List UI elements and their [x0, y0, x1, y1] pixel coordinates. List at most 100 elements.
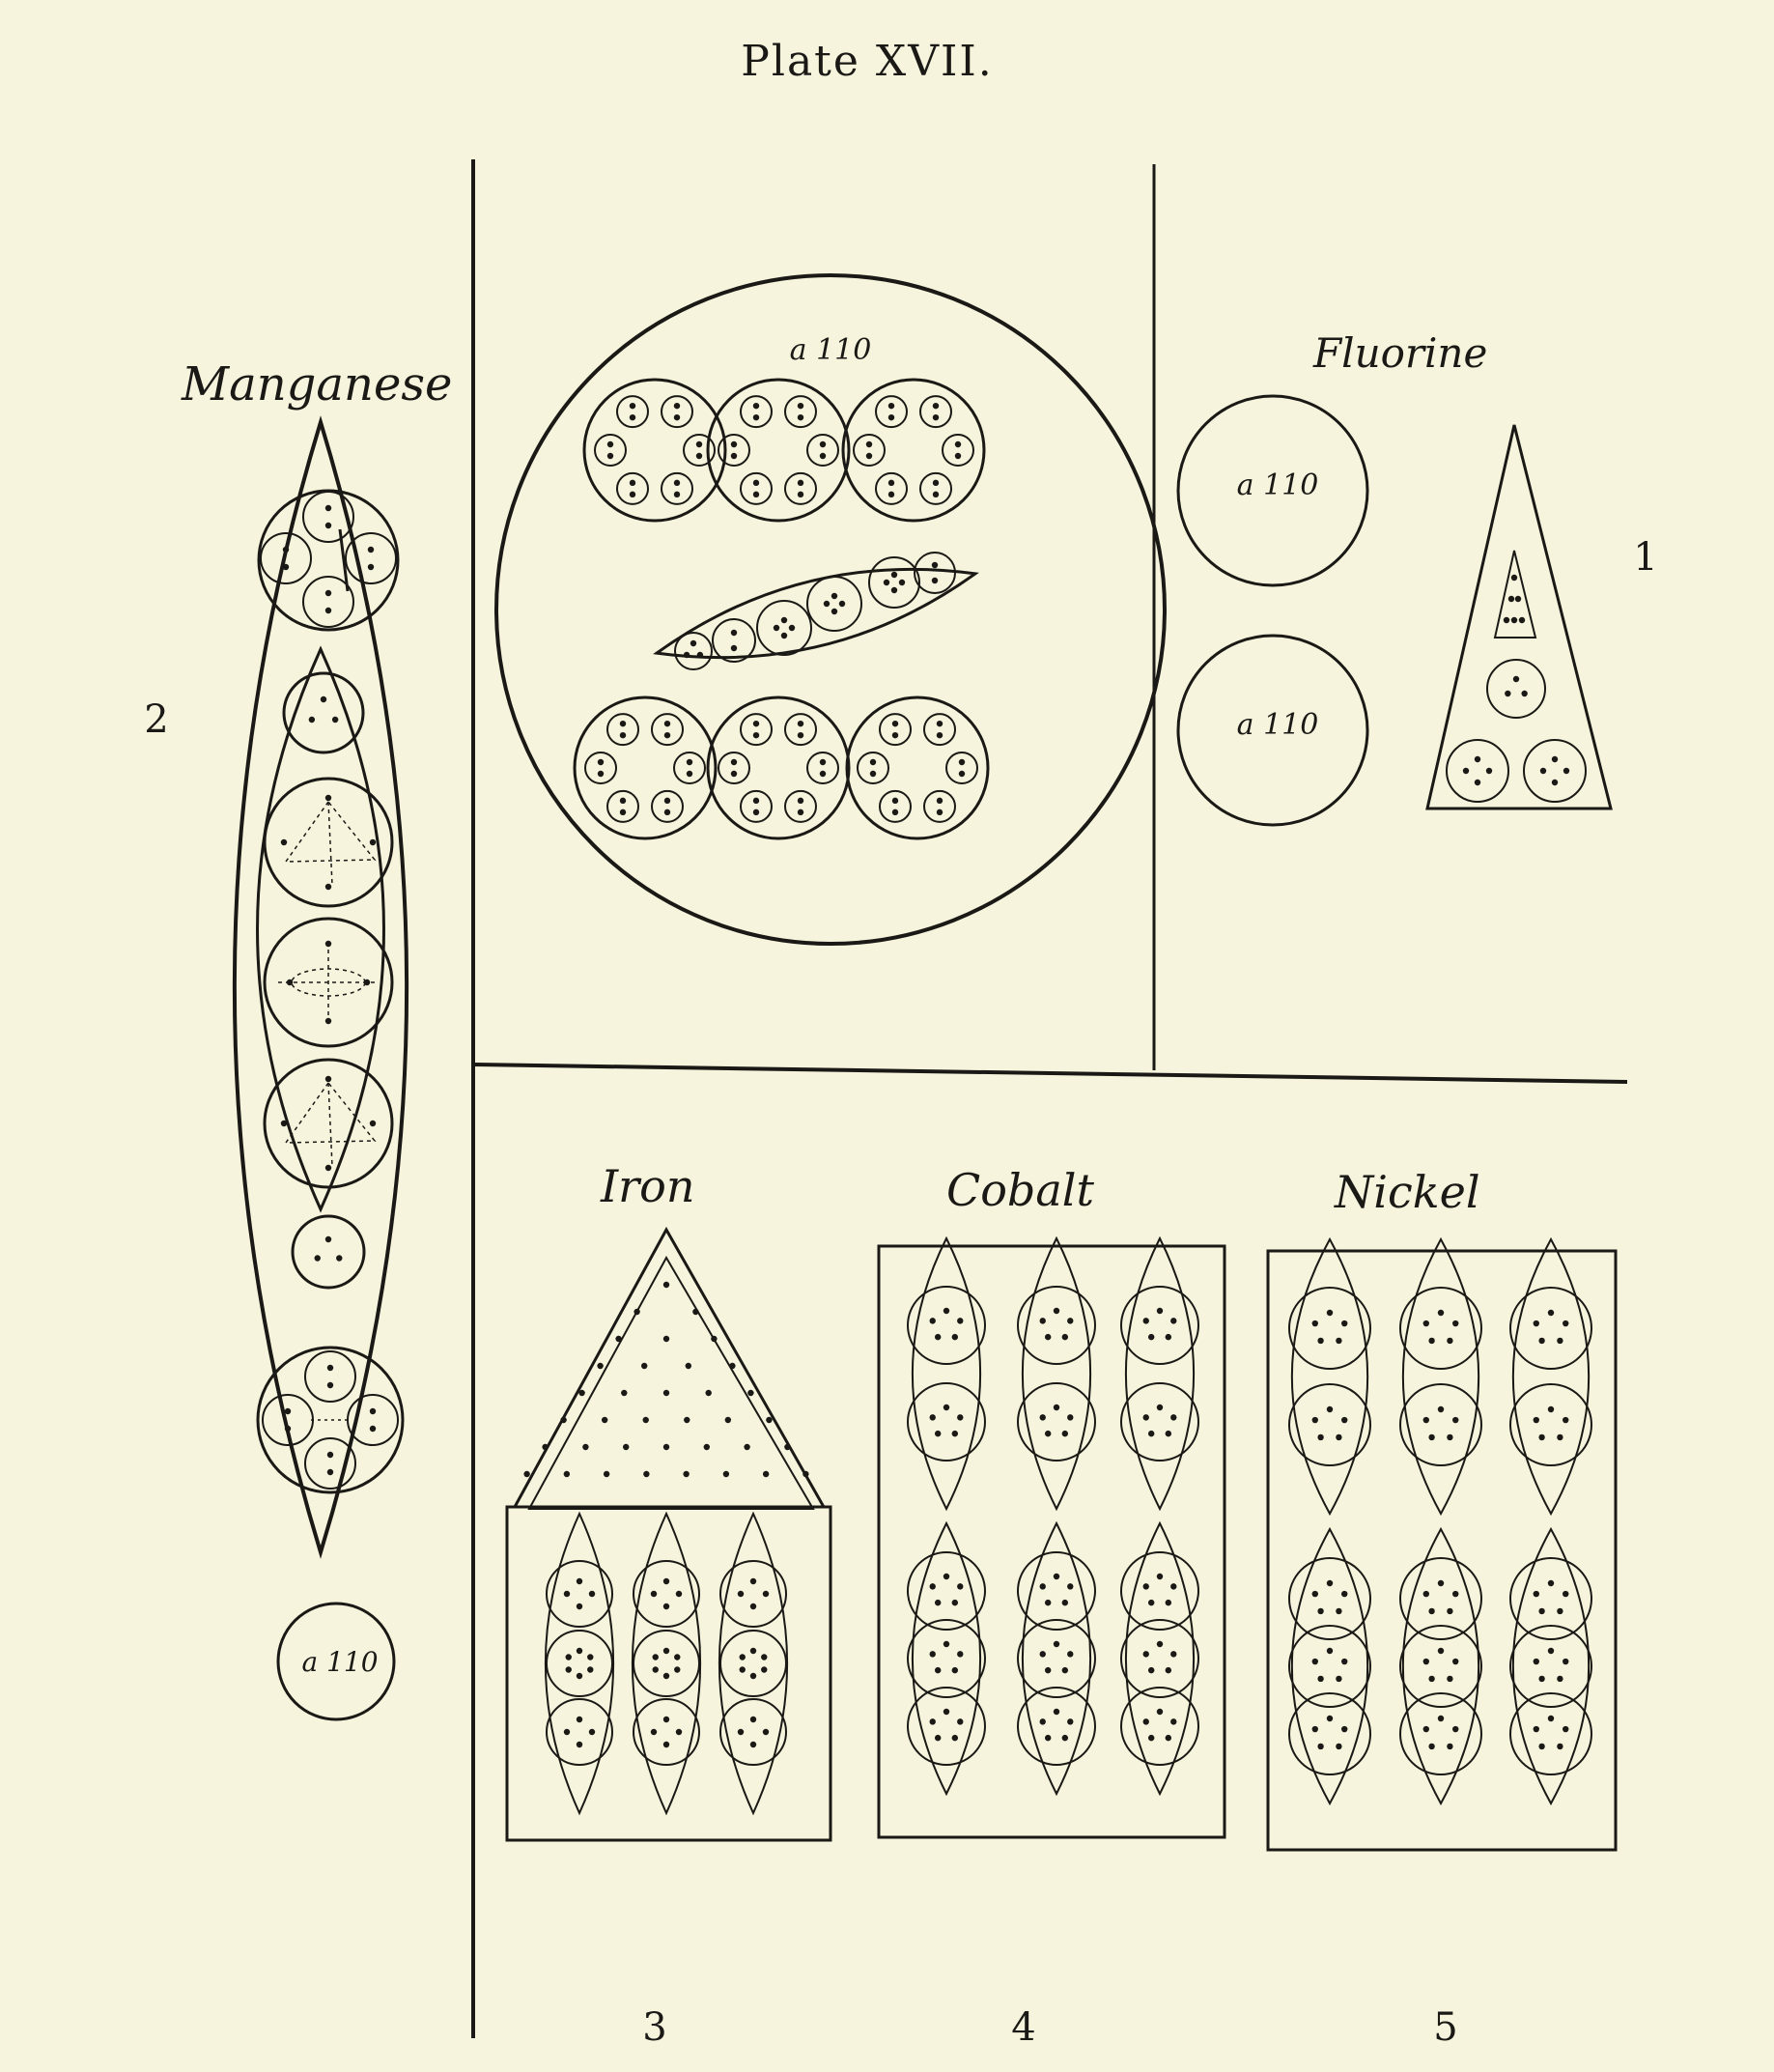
dot: [1422, 1416, 1429, 1424]
dot: [695, 452, 703, 460]
center-group-circle: [582, 378, 727, 523]
cobalt-subcircle: [907, 1382, 986, 1462]
center-subcircle: [606, 789, 639, 823]
center-subcircle: [606, 713, 639, 747]
cobalt-lens: [911, 1235, 982, 1512]
dot: [1341, 1658, 1348, 1665]
dot: [1510, 574, 1518, 582]
dot: [652, 1654, 659, 1660]
dot: [1341, 1416, 1348, 1424]
dot: [1039, 1414, 1046, 1421]
iron-pyramid-dot: [662, 1335, 670, 1343]
dot: [1053, 1573, 1060, 1580]
nickel-subcircle: [1288, 1557, 1371, 1640]
iron-pyramid-dot: [623, 1443, 630, 1451]
dot: [934, 1333, 942, 1341]
dot: [629, 402, 636, 410]
dot: [887, 402, 895, 410]
center-group-circle: [706, 378, 851, 523]
nickel-subcircle: [1509, 1383, 1592, 1466]
nickel-subcircle: [1509, 1557, 1592, 1640]
dot: [1061, 1599, 1069, 1606]
iron-outer-triangle: [512, 1226, 827, 1509]
dot: [887, 491, 895, 498]
dot: [831, 608, 838, 615]
dot: [1165, 1666, 1172, 1674]
cobalt-subcircle: [1120, 1551, 1199, 1631]
dot: [286, 979, 294, 986]
dot: [1053, 1708, 1060, 1716]
dot: [336, 1255, 343, 1262]
dot: [662, 1716, 670, 1723]
figure-number-1: 1: [1633, 535, 1657, 580]
center-subcircle: [875, 395, 908, 429]
dot: [662, 1603, 670, 1610]
dot: [1044, 1666, 1052, 1674]
center-subcircle: [673, 752, 706, 784]
dot: [1165, 1333, 1172, 1341]
dot: [797, 720, 804, 727]
dot: [363, 979, 371, 986]
dot: [929, 1318, 936, 1324]
manganese-tetra-edge: [327, 1082, 333, 1167]
center-big-circle: [494, 273, 1167, 946]
dot: [1336, 1675, 1342, 1683]
center-subcircle: [945, 752, 978, 784]
dot: [650, 1590, 658, 1598]
center-subcircle: [784, 395, 817, 429]
cobalt-subcircle: [1120, 1687, 1199, 1766]
center-subcircle: [923, 713, 956, 747]
dot: [936, 731, 943, 739]
dot: [1533, 1590, 1539, 1598]
dot: [662, 1741, 670, 1748]
dot: [606, 440, 614, 448]
dot: [730, 644, 738, 652]
dot: [773, 624, 780, 632]
iron-pyramid-dot: [641, 1362, 648, 1370]
dot: [1538, 1607, 1545, 1615]
dot: [1317, 1337, 1324, 1345]
dot: [326, 1451, 334, 1459]
dot: [931, 561, 939, 569]
element-name-fluorine: Fluorine: [1312, 329, 1487, 377]
dot: [797, 797, 804, 805]
dot: [752, 720, 760, 727]
dot: [1428, 1743, 1435, 1750]
dot: [1447, 1675, 1453, 1683]
dot: [675, 1728, 683, 1736]
manganese-subcircle: [304, 1437, 356, 1490]
nickel-subcircle: [1509, 1692, 1592, 1775]
dot: [1326, 1309, 1334, 1317]
nickel-subcircle: [1399, 1625, 1482, 1708]
dot: [1422, 1658, 1429, 1665]
iron-subcircle: [633, 1698, 700, 1766]
dot: [780, 616, 788, 624]
dot: [752, 479, 760, 487]
dot: [324, 883, 332, 891]
dot: [663, 720, 671, 727]
dot: [932, 479, 940, 487]
dot: [932, 413, 940, 421]
iron-subcircle: [546, 1698, 613, 1766]
dot: [619, 720, 627, 727]
dot: [1538, 1743, 1545, 1750]
dot: [1067, 1718, 1074, 1725]
dot: [762, 1590, 770, 1598]
center-subcircle: [718, 752, 750, 784]
cobalt-lens: [1124, 1520, 1196, 1797]
iron-pyramid-dot: [762, 1470, 770, 1478]
center-chain-circle: [712, 618, 756, 663]
dot: [576, 1647, 583, 1655]
dot: [597, 758, 605, 766]
dot: [887, 413, 895, 421]
dot: [797, 479, 804, 487]
iron-pyramid-dot: [705, 1389, 712, 1397]
dot: [695, 440, 703, 448]
nickel-lens: [1401, 1236, 1480, 1517]
iron-lens: [544, 1511, 615, 1816]
figure-number-3: 3: [642, 2005, 666, 2050]
iron-subcircle: [546, 1560, 613, 1628]
center-subcircle: [584, 752, 617, 784]
dot: [663, 809, 671, 816]
dot: [749, 1603, 757, 1610]
